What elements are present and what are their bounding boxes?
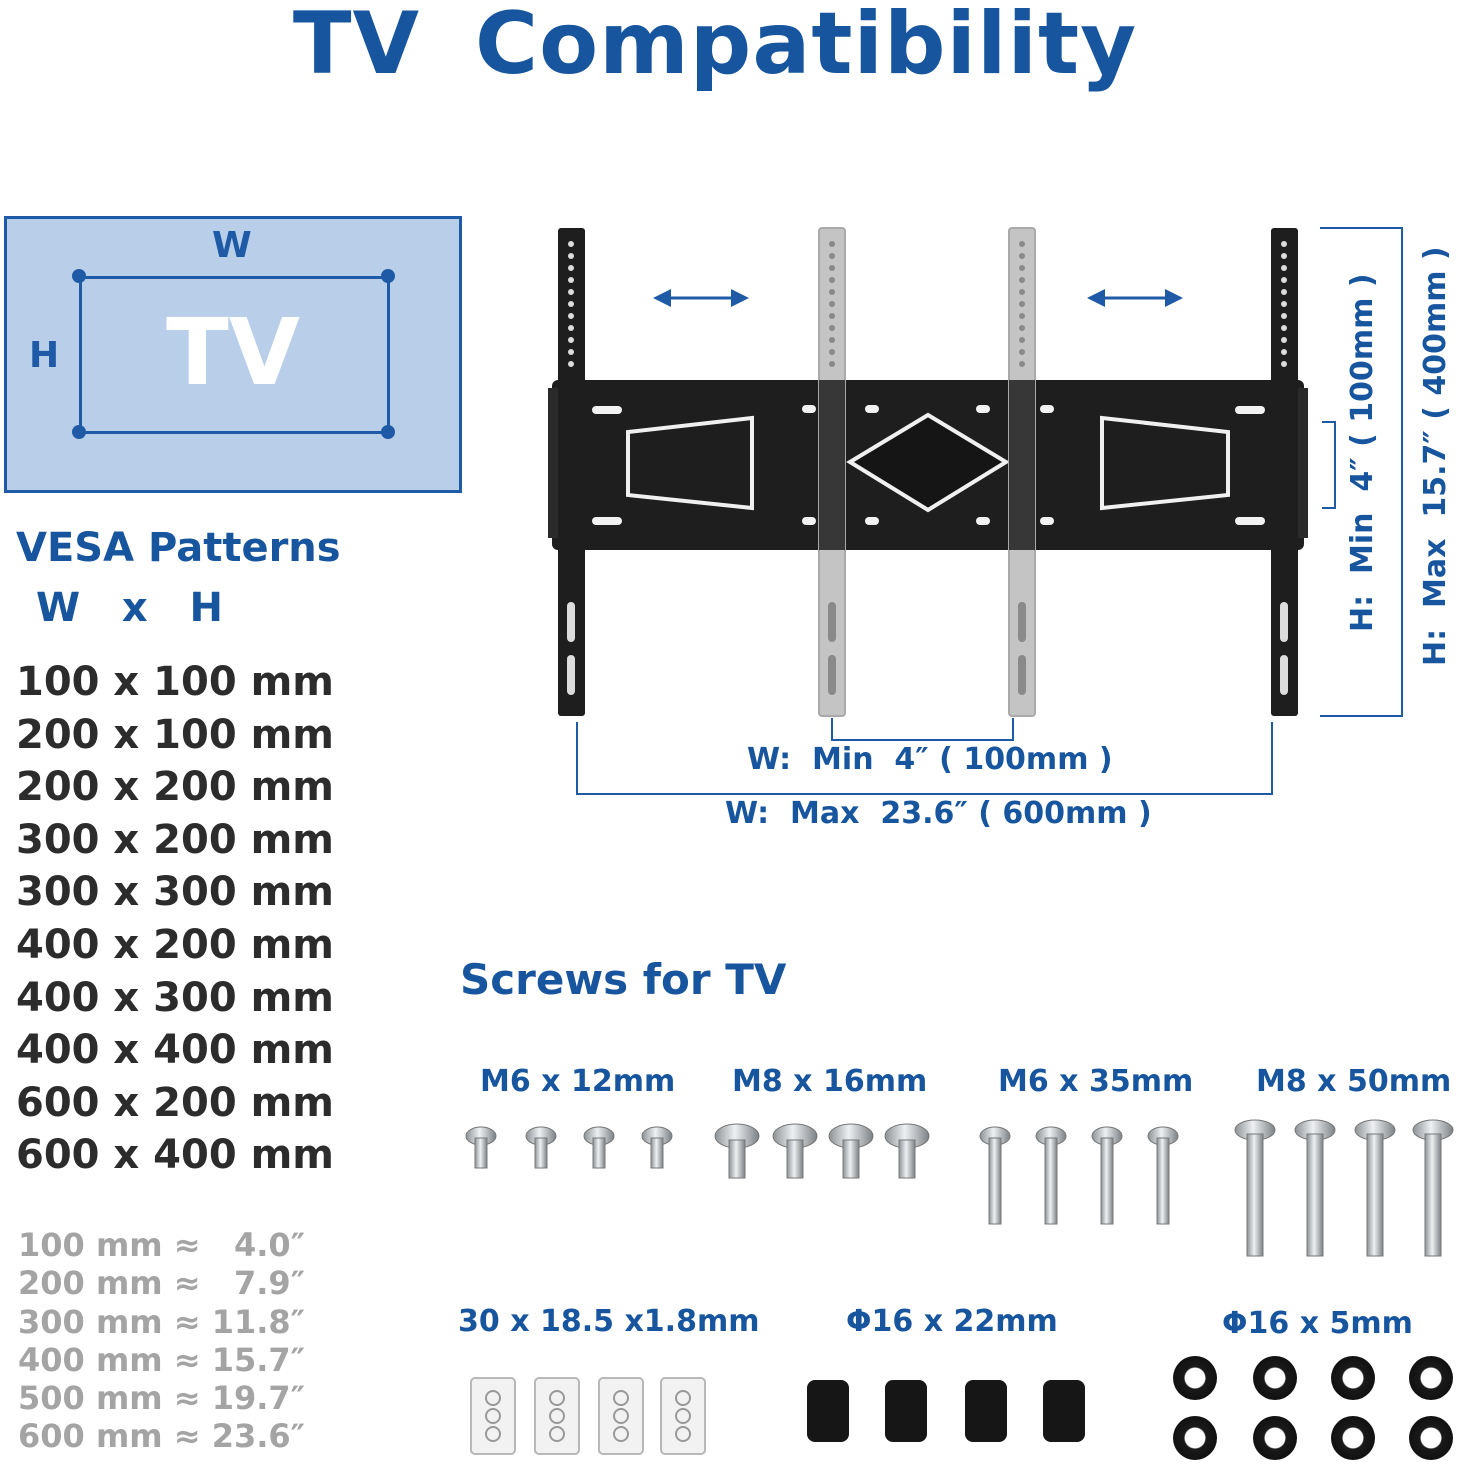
tv-diagram: TV W H <box>4 216 462 493</box>
screw-m6x35 <box>979 1126 1179 1225</box>
h-max-dimension-line <box>1320 227 1403 717</box>
vesa-hole-dot <box>72 269 86 283</box>
vesa-title: VESA Patterns <box>16 525 341 571</box>
height-min-label: H: Min 4″ ( 100mm ) <box>1345 273 1380 632</box>
part-label-m8x50: M8 x 50mm <box>1256 1064 1452 1099</box>
height-label: H <box>29 335 60 376</box>
conversion-list: 100 mm ≈ 4.0″ 200 mm ≈ 7.9″ 300 mm ≈ 11.… <box>18 1226 305 1456</box>
part-label-m6x12: M6 x 12mm <box>480 1064 676 1099</box>
outer-bracket-right <box>1271 228 1298 716</box>
hardware-illustrations <box>465 1119 1454 1460</box>
part-label-m6x35: M6 x 35mm <box>998 1064 1194 1099</box>
conversion-item: 100 mm ≈ 4.0″ <box>18 1226 305 1264</box>
vesa-pattern: 300 x 200 mm <box>16 816 334 863</box>
vesa-pattern: 200 x 100 mm <box>16 711 334 758</box>
screw-m8x16 <box>714 1123 930 1179</box>
vesa-subtitle: W x H <box>36 585 223 631</box>
vesa-pattern: 300 x 300 mm <box>16 869 334 916</box>
vesa-pattern: 600 x 200 mm <box>16 1079 334 1126</box>
vesa-pattern: 400 x 300 mm <box>16 974 334 1021</box>
washer-plates <box>470 1377 706 1455</box>
width-min-label: W: Min 4″ ( 100mm ) <box>747 742 1113 777</box>
part-label-washer: Φ16 x 5mm <box>1222 1306 1413 1341</box>
vesa-pattern: 400 x 200 mm <box>16 921 334 968</box>
height-max-label: H: Max 15.7″ ( 400mm ) <box>1418 246 1453 666</box>
outer-bracket-left <box>558 228 585 716</box>
conversion-item: 600 mm ≈ 23.6″ <box>18 1417 305 1456</box>
vesa-hole-dot <box>381 269 395 283</box>
vesa-hole-dot <box>381 425 395 439</box>
vesa-hole-dot <box>72 425 86 439</box>
vesa-pattern: 600 x 400 mm <box>16 1132 334 1179</box>
screw-m8x50 <box>1234 1119 1454 1257</box>
w-min-dimension-line <box>831 718 1014 741</box>
part-label-m8x16: M8 x 16mm <box>732 1064 928 1099</box>
washers <box>1173 1356 1453 1460</box>
conversion-item: 500 mm ≈ 19.7″ <box>18 1379 305 1418</box>
vesa-pattern-list: 100 x 100 mm 200 x 100 mm 200 x 200 mm 3… <box>16 656 334 1182</box>
screw-m6x12 <box>465 1126 673 1169</box>
page-title: TV Compatibility <box>292 0 1138 94</box>
spacers <box>807 1380 1085 1442</box>
conversion-item: 200 mm ≈ 7.9″ <box>18 1264 305 1303</box>
width-label: W <box>212 225 252 266</box>
vesa-pattern: 100 x 100 mm <box>16 659 334 705</box>
part-label-spacer: Φ16 x 22mm <box>846 1304 1058 1339</box>
conversion-item: 300 mm ≈ 11.8″ <box>18 1302 305 1341</box>
conversion-item: 400 mm ≈ 15.7″ <box>18 1340 305 1379</box>
tv-mount-diagram <box>548 227 1403 795</box>
vesa-rectangle <box>79 276 390 434</box>
w-max-dimension-line <box>576 722 1273 795</box>
width-max-label: W: Max 23.6″ ( 600mm ) <box>725 796 1152 831</box>
tv-label: TV <box>166 299 300 406</box>
vesa-pattern: 200 x 200 mm <box>16 764 334 811</box>
vesa-pattern: 400 x 400 mm <box>16 1027 334 1074</box>
h-min-dimension-line <box>1322 421 1336 509</box>
mount-plate <box>548 380 1308 550</box>
part-label-washer-plate: 30 x 18.5 x1.8mm <box>458 1304 760 1339</box>
screws-title: Screws for TV <box>460 955 787 1004</box>
